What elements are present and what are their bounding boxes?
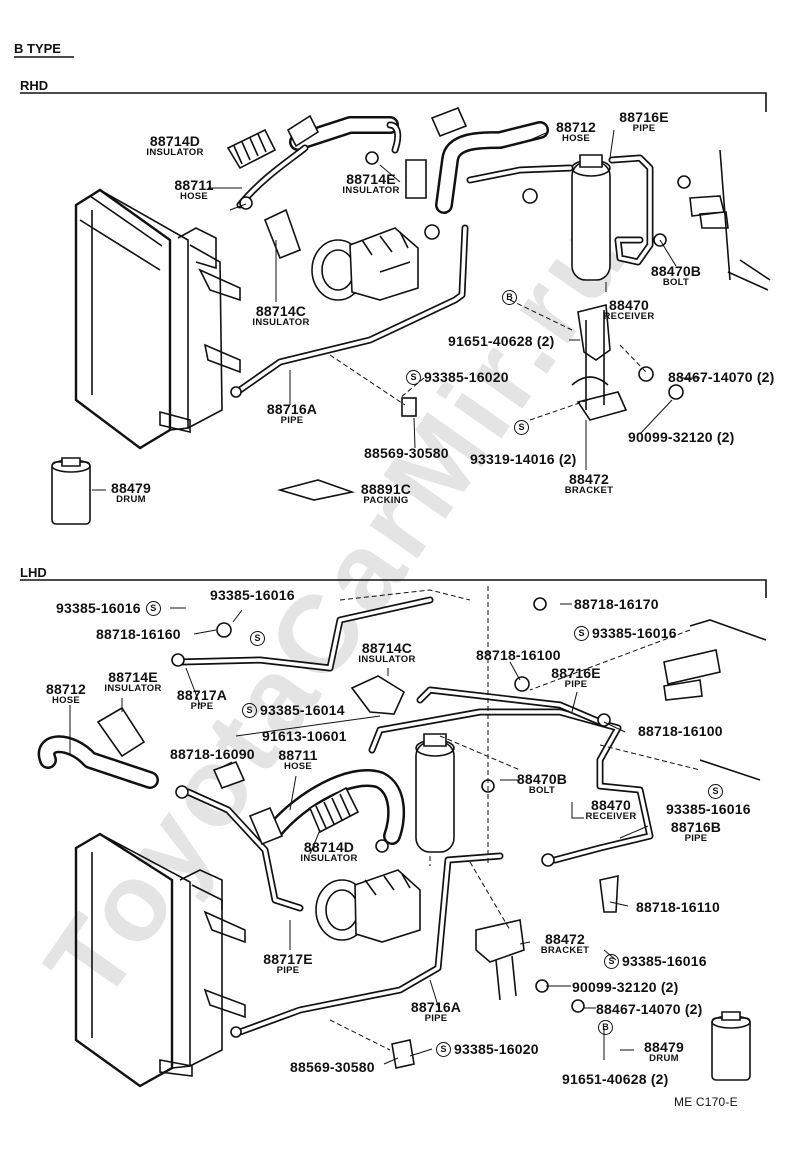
lhd-drum xyxy=(711,1011,751,1081)
lhd-insulator-88714C xyxy=(350,675,406,715)
rhd-leader-lines xyxy=(92,129,700,491)
rhd-label-88467: 88467-14070 (2) xyxy=(668,369,775,385)
lhd-label-90099: 90099-32120 (2) xyxy=(572,979,679,995)
lhd-label-88467: 88467-14070 (2) xyxy=(596,1001,703,1017)
lhd-label-91651: 91651-40628 (2) xyxy=(562,1071,669,1087)
lhd-bolt-symbol: B xyxy=(598,1020,616,1036)
lhd-label-93385-d: 93385-16016 xyxy=(666,801,751,817)
rhd-label-93319: 93319-14016 (2) xyxy=(470,451,577,467)
lhd-label-88718-16110: 88718-16110 xyxy=(636,899,720,915)
rhd-heading: RHD xyxy=(20,78,49,93)
lhd-label-91613: 91613-10601 xyxy=(262,728,347,744)
rhd-drum xyxy=(51,457,91,525)
rhd-frame-line xyxy=(20,92,767,112)
rhd-bolt-symbol: B xyxy=(502,290,520,306)
rhd-insulator-88714C xyxy=(263,208,302,260)
type-heading: B TYPE xyxy=(14,41,61,56)
rhd-evaporator xyxy=(74,188,241,450)
lhd-label-93385-b: 93385-16016 xyxy=(210,587,295,603)
rhd-label-88569: 88569-30580 xyxy=(364,445,449,461)
lhd-compressor xyxy=(315,869,421,943)
rhd-packing xyxy=(277,479,355,501)
lhd-label-88718-16170: 88718-16170 xyxy=(574,596,659,612)
rhd-label-90099: 90099-32120 (2) xyxy=(628,429,735,445)
lhd-label-88718-16100-b: 88718-16100 xyxy=(638,723,723,739)
figure-code: ME C170-E xyxy=(674,1095,738,1109)
rhd-insulator-88714E xyxy=(405,159,427,199)
rhd-receiver xyxy=(571,154,628,421)
lhd-label-88718-16160: 88718-16160 xyxy=(96,626,181,642)
lhd-evaporator xyxy=(74,832,246,1088)
lhd-heading: LHD xyxy=(20,565,47,580)
lhd-label-88718-16090: 88718-16090 xyxy=(170,746,255,762)
lhd-label-88569: 88569-30580 xyxy=(290,1059,375,1075)
lhd-screw-symbol-b: S xyxy=(250,631,268,647)
rhd-label-91651: 91651-40628 (2) xyxy=(448,333,555,349)
lhd-receiver xyxy=(415,733,525,1001)
rhd-compressor xyxy=(311,227,419,301)
lhd-screw-symbol-d: S xyxy=(708,784,726,800)
lhd-insulator-88714E xyxy=(96,706,146,758)
lhd-frame-line xyxy=(20,579,767,598)
lhd-label-88718-16100-a: 88718-16100 xyxy=(476,647,561,663)
rhd-screw-symbol: S xyxy=(514,420,532,436)
